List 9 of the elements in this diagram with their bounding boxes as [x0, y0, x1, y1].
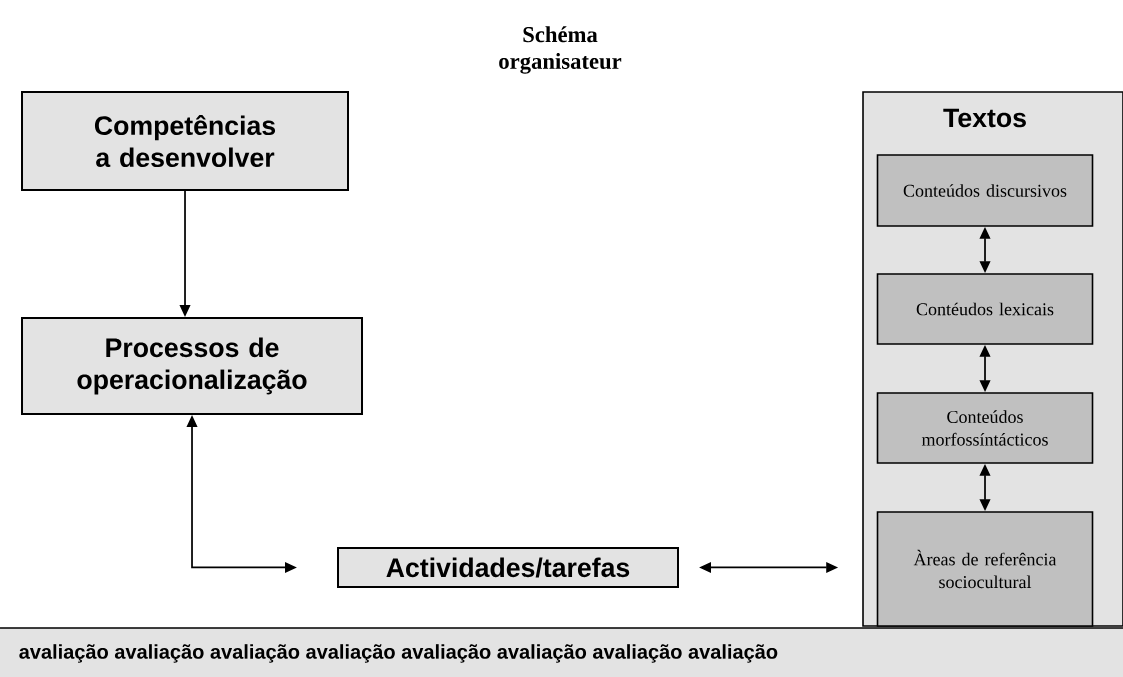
content-box: Contéudos lexicais [876, 273, 1094, 345]
content-box: Conteúdos discursivos [876, 154, 1094, 227]
process-box: Actividades/tarefas [337, 547, 679, 588]
content-box: Conteúdos morfossíntácticos [876, 392, 1094, 464]
evaluation-band: avaliação avaliação avaliação avaliação avaliação avaliação avaliação avaliação [0, 627, 1123, 677]
process-box: Processos de operacionalização [21, 317, 363, 415]
content-box: Àreas de referência sociocultural [876, 511, 1094, 627]
title: Schéma organisateur [499, 26, 622, 74]
process-box: Competências a desenvolver [21, 91, 349, 191]
